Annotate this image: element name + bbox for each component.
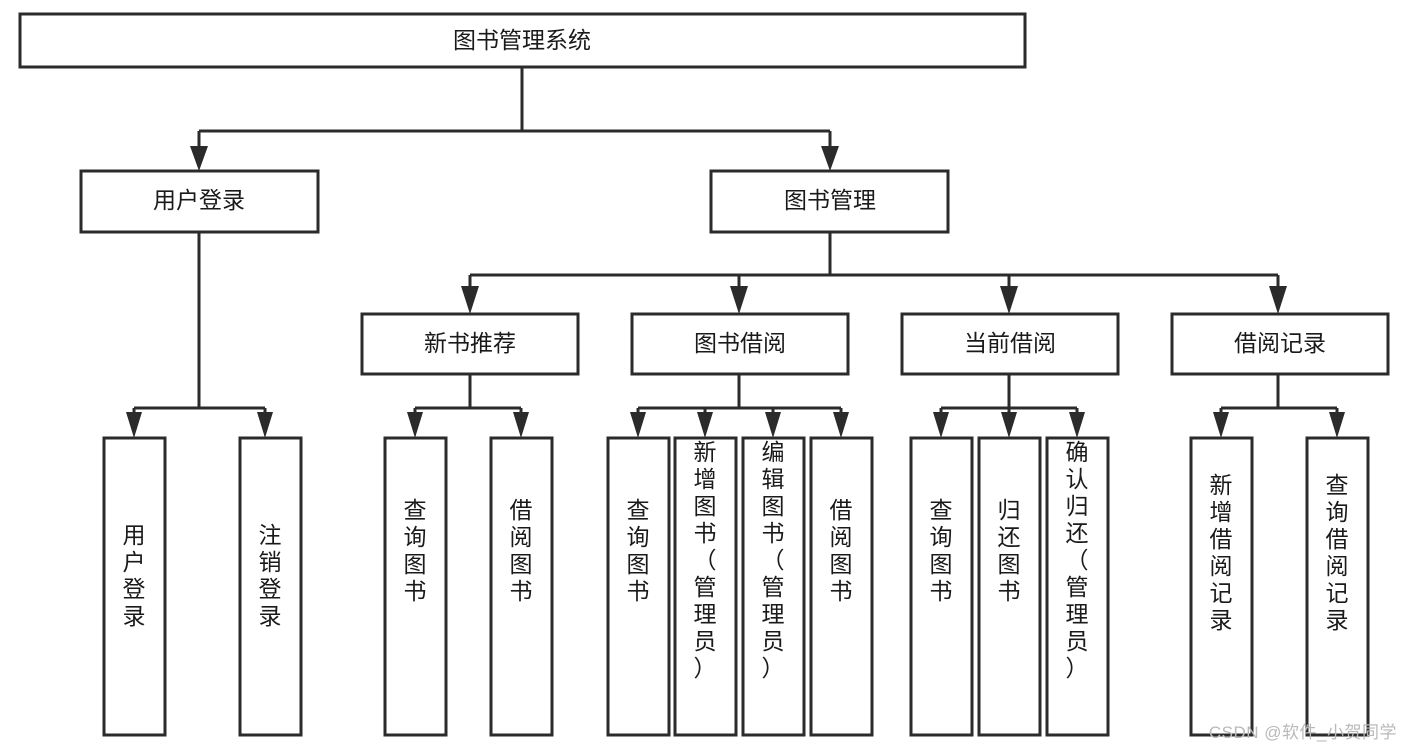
node-borrow-record[interactable]: 借阅记录 (1170, 312, 1390, 376)
node-root-system[interactable]: 图书管理系统 (18, 12, 1027, 69)
node-box-leaf[interactable] (909, 436, 974, 737)
leaf-label: 查询图书 (404, 497, 427, 604)
node-box-leaf[interactable] (1305, 436, 1370, 737)
leaf-label: 查询图书 (627, 497, 650, 604)
node-label-book-management: 图书管理 (784, 187, 876, 213)
arrow-head-icon (1213, 412, 1229, 438)
leaf-label: 归还图书 (998, 497, 1021, 604)
node-box-book-management[interactable] (709, 169, 950, 234)
leaf-node[interactable]: 归还图书 (977, 436, 1042, 737)
node-new-book-recommend[interactable]: 新书推荐 (360, 312, 580, 376)
node-box-leaf[interactable] (238, 436, 303, 737)
arrow-head-icon (765, 412, 781, 438)
leaf-node[interactable]: 借阅图书 (809, 436, 874, 737)
leaf-label: 新增图书（管理员） (694, 439, 717, 681)
node-label-current-borrow: 当前借阅 (964, 330, 1056, 356)
leaf-label: 查询图书 (930, 497, 953, 604)
leaf-node[interactable]: 新增借阅记录 (1189, 436, 1254, 737)
arrow-head-icon (461, 286, 479, 314)
node-box-leaf[interactable] (383, 436, 448, 737)
node-label-borrow-record: 借阅记录 (1234, 330, 1326, 356)
leaf-label: 确认归还（管理员） (1066, 439, 1089, 681)
leaf-node[interactable]: 查询图书 (606, 436, 671, 737)
node-box-book-borrow[interactable] (630, 312, 850, 376)
arrow-head-icon (1069, 412, 1085, 438)
leaf-label: 借阅图书 (830, 497, 853, 604)
leaf-node[interactable]: 借阅图书 (489, 436, 554, 737)
node-box-current-borrow[interactable] (900, 312, 1120, 376)
connector-group-borrow-record (1213, 374, 1345, 438)
node-box-leaf[interactable] (1189, 436, 1254, 737)
arrow-head-icon (190, 146, 208, 171)
node-box-user-login[interactable] (79, 169, 320, 234)
node-label-root: 图书管理系统 (453, 27, 591, 53)
arrow-head-icon (1329, 412, 1345, 438)
node-box-leaf[interactable] (489, 436, 554, 737)
node-book-management[interactable]: 图书管理 (709, 169, 950, 234)
node-label-book-borrow: 图书借阅 (694, 330, 786, 356)
leaf-label: 查询借阅记录 (1326, 472, 1349, 633)
leaf-node[interactable]: 查询借阅记录 (1305, 436, 1370, 737)
node-user-login[interactable]: 用户登录 (79, 169, 320, 234)
node-box-leaf[interactable] (673, 436, 738, 737)
leaf-label: 借阅图书 (510, 497, 533, 604)
node-box-root[interactable] (18, 12, 1027, 69)
node-box-leaf[interactable] (809, 436, 874, 737)
connector-group-root (190, 67, 839, 171)
node-label-user-login: 用户登录 (153, 187, 245, 213)
leaf-label: 注销登录 (259, 522, 282, 629)
arrow-head-icon (513, 412, 529, 438)
arrow-head-icon (821, 146, 839, 171)
node-box-borrow-record[interactable] (1170, 312, 1390, 376)
arrow-head-icon (407, 412, 423, 438)
leaf-node[interactable]: 新增图书（管理员） (673, 436, 738, 737)
node-box-leaf[interactable] (606, 436, 671, 737)
connector-group-current-borrow (933, 374, 1085, 438)
csdn-watermark: CSDN @软件_小贺同学 (1208, 723, 1397, 742)
leaf-node[interactable]: 用户登录 (102, 436, 167, 737)
arrow-head-icon (1269, 286, 1287, 314)
connector-group-user-login (126, 232, 273, 438)
node-current-borrow[interactable]: 当前借阅 (900, 312, 1120, 376)
connector-group-new-book (407, 374, 529, 438)
leaf-node[interactable]: 确认归还（管理员） (1045, 436, 1110, 737)
node-label-new-book-recommend: 新书推荐 (424, 330, 516, 356)
arrow-head-icon (833, 412, 849, 438)
node-box-leaf[interactable] (741, 436, 806, 737)
arrow-head-icon (630, 412, 646, 438)
node-box-leaf[interactable] (102, 436, 167, 737)
connector-group-book-borrow (630, 374, 849, 438)
node-book-borrow[interactable]: 图书借阅 (630, 312, 850, 376)
node-box-leaf[interactable] (977, 436, 1042, 737)
arrow-head-icon (730, 286, 748, 314)
leaf-node[interactable]: 查询图书 (909, 436, 974, 737)
leaf-node[interactable]: 编辑图书（管理员） (741, 436, 806, 737)
arrow-head-icon (697, 412, 713, 438)
leaf-node[interactable]: 注销登录 (238, 436, 303, 737)
node-box-new-book-recommend[interactable] (360, 312, 580, 376)
leaf-label: 新增借阅记录 (1210, 472, 1233, 633)
connector-group-book-mgmt (461, 232, 1287, 314)
leaf-label: 编辑图书（管理员） (762, 439, 785, 681)
arrow-head-icon (257, 412, 273, 438)
leaf-label: 用户登录 (123, 522, 146, 629)
leaf-node[interactable]: 查询图书 (383, 436, 448, 737)
arrow-head-icon (1001, 412, 1017, 438)
arrow-head-icon (933, 412, 949, 438)
arrow-head-icon (126, 412, 142, 438)
arrow-head-icon (1000, 286, 1018, 314)
node-box-leaf[interactable] (1045, 436, 1110, 737)
